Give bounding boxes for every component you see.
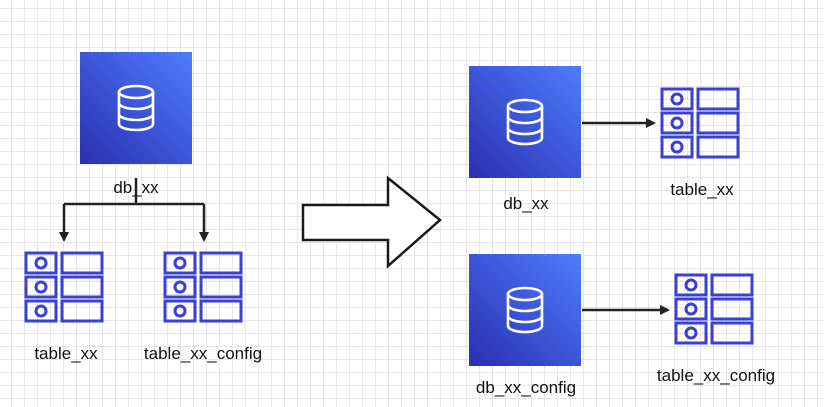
table-icon-before-2 — [163, 251, 243, 323]
db-label-before: db_xx — [113, 178, 159, 197]
db-icon-after-2 — [469, 254, 581, 366]
table-label-after-2: table_xx_config — [656, 366, 776, 385]
table-label-after-1: table_xx — [670, 180, 734, 199]
table-icon-after-2 — [674, 273, 754, 345]
connector-tree — [59, 178, 209, 242]
db-icon-before — [80, 52, 192, 164]
db-icon-after-1 — [469, 66, 581, 178]
table-label-before-2: table_xx_config — [143, 344, 263, 363]
db-label-after-1: db_xx — [503, 194, 549, 213]
table-icon-after-1 — [660, 87, 740, 159]
table-icon-before-1 — [24, 251, 104, 323]
transform-arrow — [301, 175, 442, 269]
table-label-before-1: table_xx — [34, 344, 98, 363]
db-label-after-2: db_xx_config — [475, 378, 577, 397]
